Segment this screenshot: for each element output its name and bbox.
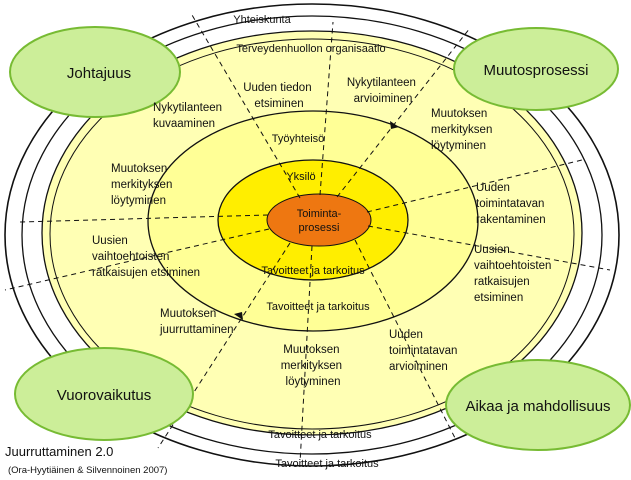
segment-change-meaning-west: Muutoksen merkityksen löytyminen [111, 163, 176, 207]
segment-new-practice-build: Uuden toimintatavan rakentaminen [476, 182, 548, 226]
ring-label-organization: Terveydenhuollon organisaatio [236, 43, 385, 55]
core-label-line1: Toiminta- [297, 208, 342, 220]
segment-change-rooting: Muutoksen juurruttaminen [159, 308, 234, 336]
spoke-east-upper [366, 159, 583, 213]
goals-label-society: Tavoitteet ja tarkoitus [275, 458, 379, 470]
ring-label-individual: Yksilö [286, 171, 315, 183]
segment-change-meaning-ne: Muutoksen merkityksen löytyminen [431, 108, 496, 152]
segment-alt-solutions-east: Uusien vaihtoehtoisten ratkaisujen etsim… [474, 244, 555, 304]
segment-change-meaning-south: Muutoksen merkityksen löytyminen [281, 344, 346, 388]
corner-leadership-bubble [9, 26, 181, 118]
corner-time-bubble [445, 359, 631, 451]
core-label-line2: prosessi [299, 222, 340, 234]
segment-alt-solutions-west: Uusien vaihtoehtoisten ratkaisujen etsim… [92, 235, 200, 279]
spoke-south-east [354, 239, 456, 439]
caption-title: Juurruttaminen 2.0 [5, 444, 113, 459]
spoke-south [299, 245, 313, 464]
spoke-east-lower [367, 225, 611, 271]
arrow-middle-left [234, 312, 243, 320]
corner-time-label: Aikaa ja mahdollisuus [465, 398, 610, 415]
corner-interaction-label: Vuorovaikutus [57, 387, 152, 404]
segment-new-info: Uuden tiedon etsiminen [243, 82, 315, 110]
corner-change-process-bubble [453, 27, 619, 111]
ring-label-society: Yhteiskunta [233, 14, 291, 26]
spoke-west-lower [4, 228, 270, 291]
core-process [266, 193, 372, 247]
corner-interaction-bubble [14, 347, 194, 441]
caption-source: (Ora-Hyytiäinen & Silvennoinen 2007) [8, 465, 167, 476]
segment-current-describe: Nykytilanteen kuvaaminen [153, 102, 225, 130]
spoke-lines [4, 14, 611, 464]
society-inner-border [21, 15, 603, 455]
goals-label-middle: Tavoitteet ja tarkoitus [266, 301, 370, 313]
goals-label-inner: Tavoitteet ja tarkoitus [261, 265, 365, 277]
organization-inner-border [49, 38, 575, 430]
spoke-north [319, 21, 334, 196]
segment-current-assess: Nykytilanteen arvioiminen [347, 77, 419, 105]
ring-label-work-community: Työyhteisö [272, 133, 325, 145]
corner-leadership-label: Johtajuus [67, 65, 131, 82]
segment-new-practice-assess: Uuden toimintatavan arvioiminen [389, 329, 461, 373]
corner-change-process-label: Muutosprosessi [483, 62, 588, 79]
goals-label-organization: Tavoitteet ja tarkoitus [268, 429, 372, 441]
arrow-middle-right [390, 121, 399, 129]
spoke-south-west [157, 242, 291, 449]
